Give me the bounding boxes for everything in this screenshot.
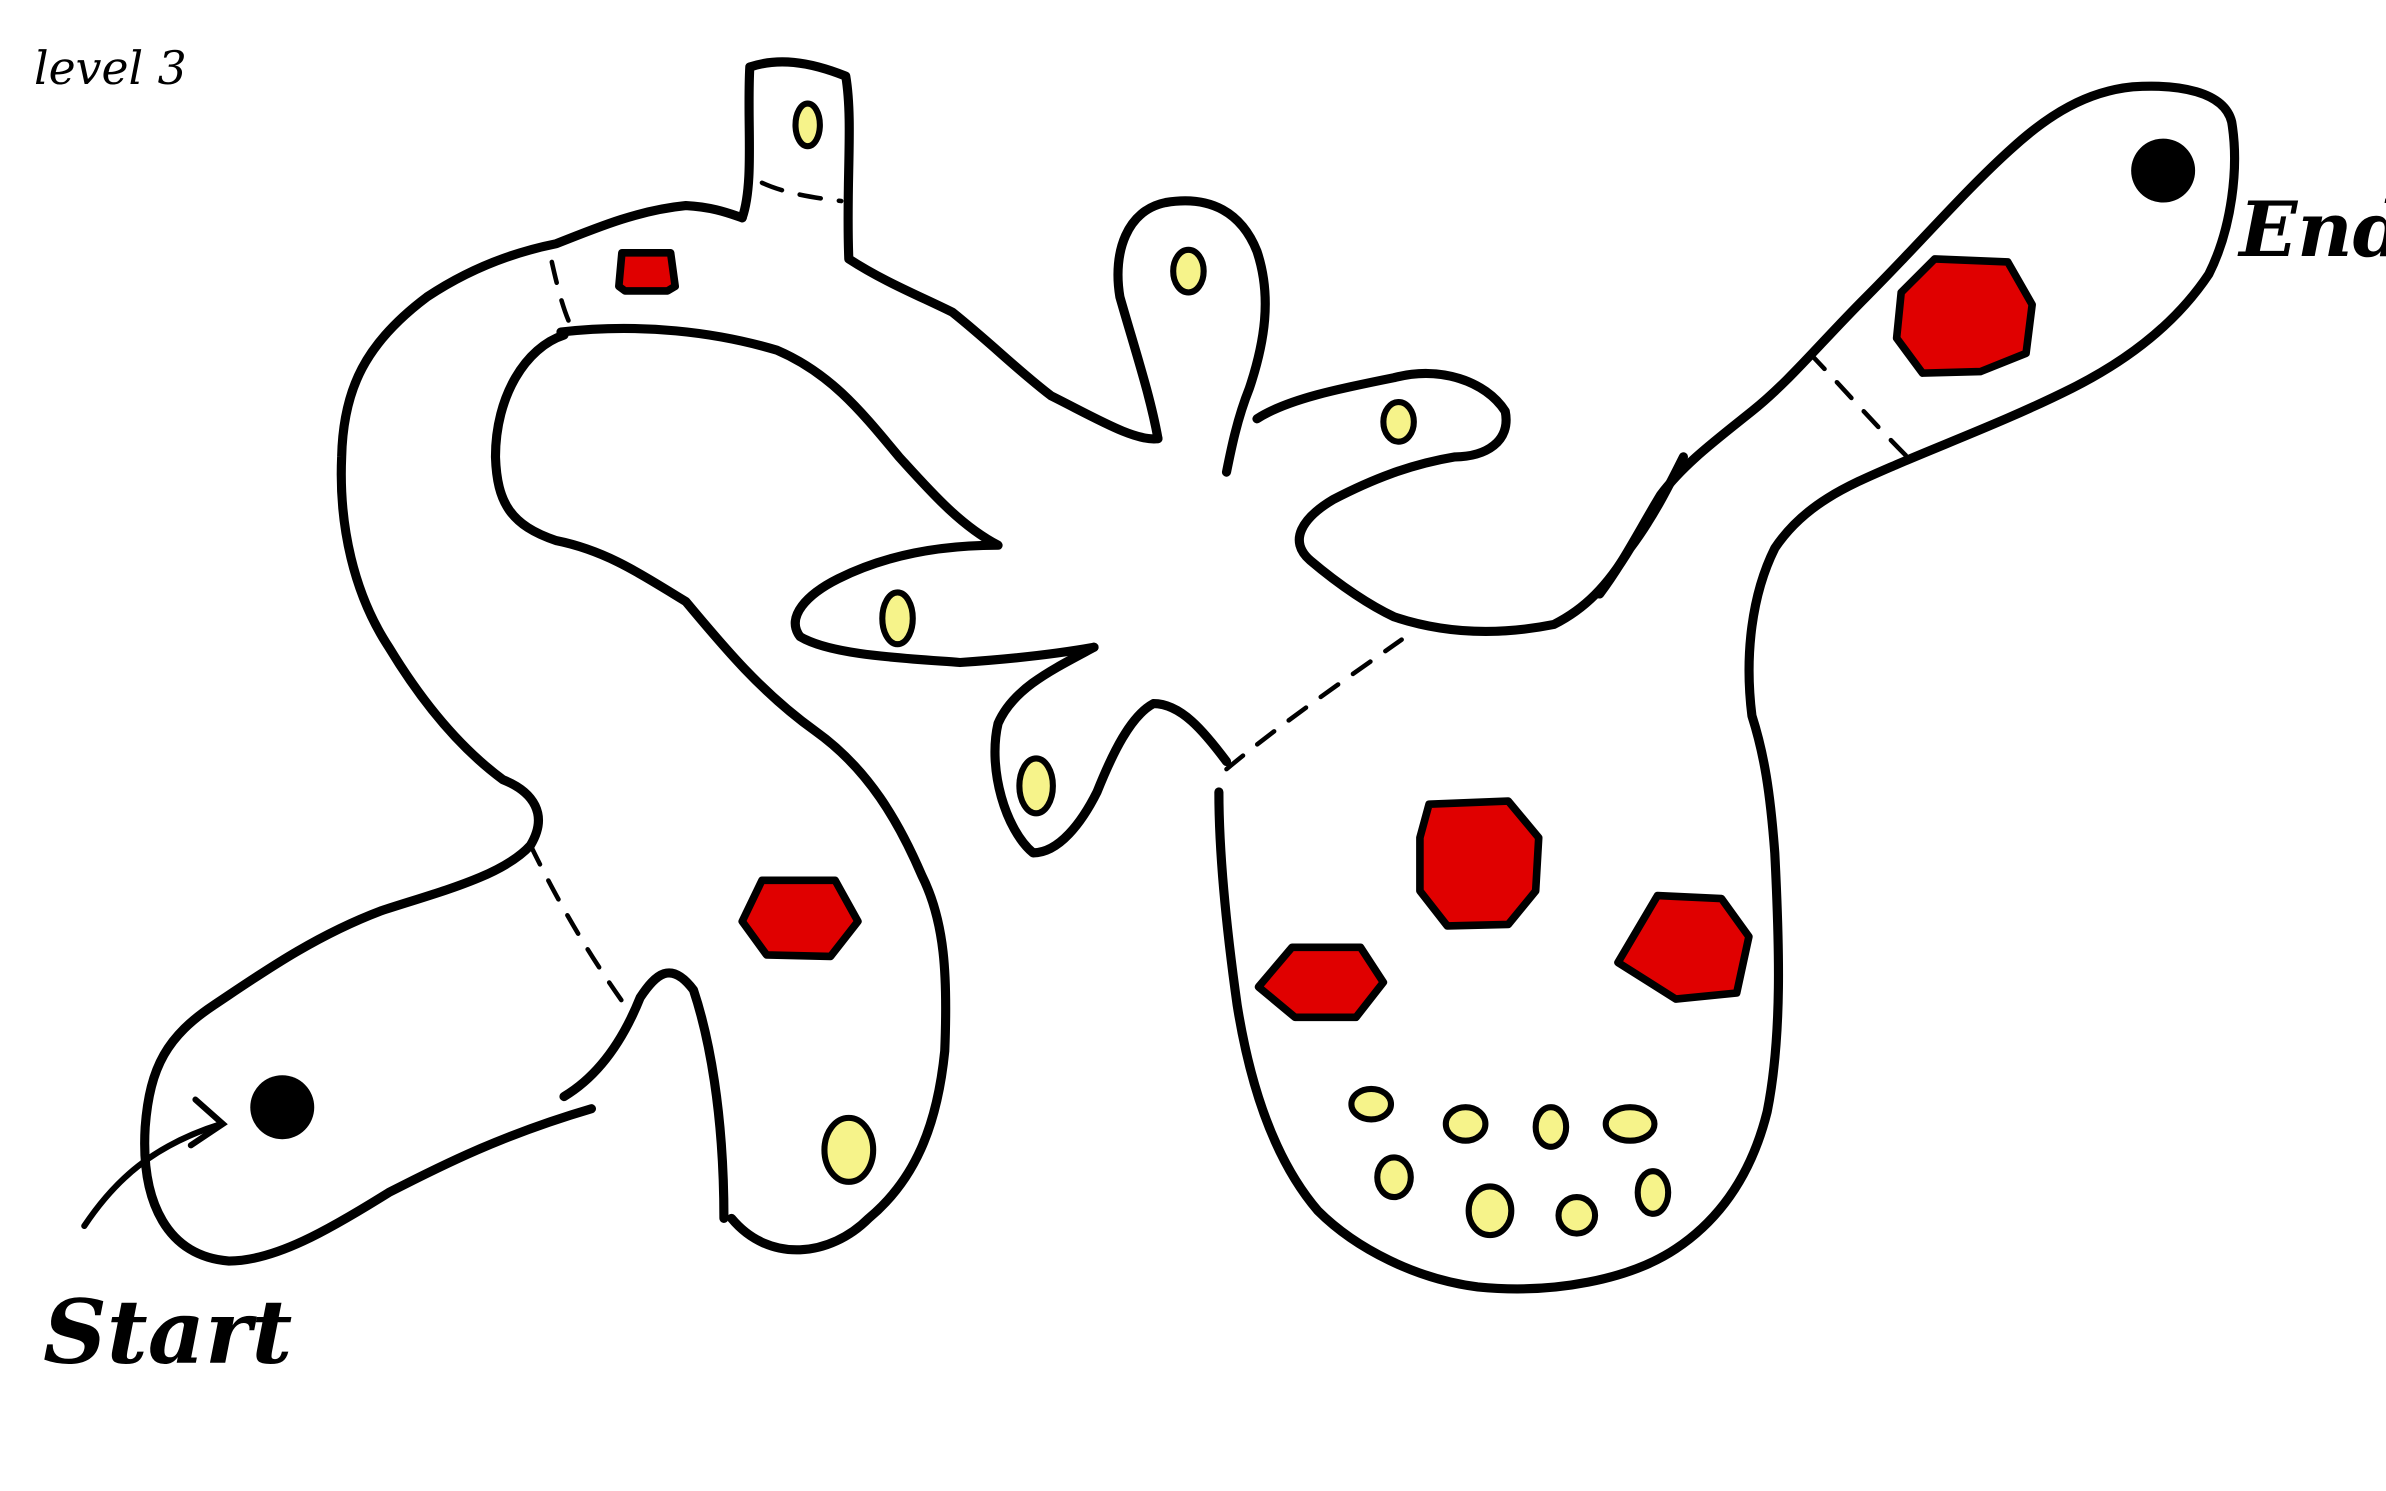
coin-icon xyxy=(1348,1085,1395,1123)
cave-wall-left-outer xyxy=(140,201,747,1266)
coin-icon xyxy=(1634,1168,1672,1217)
checkpoint-dash-3 xyxy=(759,180,844,204)
cave-outline xyxy=(140,57,2240,1294)
coin-icon xyxy=(1374,1154,1414,1201)
hazard-octagon-icon xyxy=(1416,797,1543,930)
coin-icon xyxy=(1465,1183,1515,1239)
coin-icon xyxy=(1555,1194,1599,1237)
coin-icon xyxy=(821,1114,877,1185)
start-arrow-icon xyxy=(81,1096,228,1230)
cave-wall-finger-top xyxy=(1113,196,1270,477)
cave-wall-left-inner xyxy=(490,330,951,1255)
hazard-octagon-icon xyxy=(1254,943,1388,1022)
coin-icon xyxy=(879,589,916,648)
coin-icon xyxy=(1380,399,1417,445)
level-label: level 3 xyxy=(34,42,187,95)
checkpoint-dash-1 xyxy=(528,842,628,1008)
cave-wall-top-inner xyxy=(556,323,1099,668)
cave-wall-finger-bottom xyxy=(990,642,1232,858)
coin-icon xyxy=(792,100,823,150)
checkpoint-dash-5 xyxy=(1807,351,1910,460)
coin-icon xyxy=(1170,246,1207,296)
checkpoint-dash-4 xyxy=(1224,637,1404,772)
hazard-octagon-icon xyxy=(738,876,862,961)
hazard-octagon-icon xyxy=(615,249,679,295)
checkpoint-dash-2 xyxy=(549,259,574,330)
coin-icon xyxy=(1532,1104,1570,1150)
cave-wall-bottom-loop xyxy=(559,968,729,1223)
hazards xyxy=(615,249,2036,1022)
coins xyxy=(792,100,1672,1239)
coin-icon xyxy=(1602,1104,1658,1144)
cave-wall-finger-right xyxy=(1252,368,1688,636)
start-label: Start xyxy=(43,1280,292,1384)
end-label: End xyxy=(2237,185,2386,274)
end-marker-icon xyxy=(2131,138,2196,203)
cave-wall-right-chamber xyxy=(1214,81,2240,1294)
hazard-octagon-icon xyxy=(1892,255,2036,377)
checkpoint-lines xyxy=(528,180,1910,1008)
cave-wall-top-notch xyxy=(737,57,1163,444)
coin-icon xyxy=(1016,755,1056,817)
hazard-octagon-icon xyxy=(1614,891,1753,1003)
start-marker-icon xyxy=(250,1075,315,1140)
coin-icon xyxy=(1442,1104,1489,1144)
